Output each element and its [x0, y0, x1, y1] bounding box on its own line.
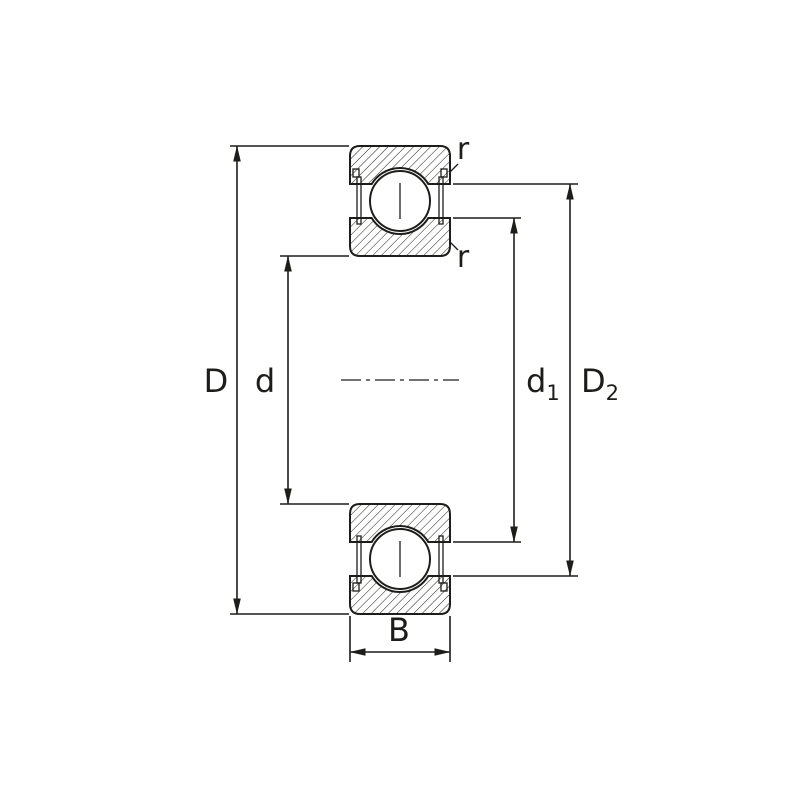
- radius-leader-outer: [449, 163, 459, 173]
- radius-leader-inner: [449, 241, 459, 251]
- dim-label-d: d: [255, 362, 275, 400]
- outer-ring-section-top: [349, 145, 451, 185]
- shield-anchor-bottom-left: [352, 582, 360, 592]
- bearing-cross-section-bottom: [349, 503, 451, 615]
- shield-bottom-right: [438, 535, 444, 584]
- dimension-D: D: [204, 145, 349, 615]
- shield-bottom-left: [356, 535, 362, 584]
- dim-label-D: D: [204, 362, 229, 400]
- inner-ring-section-bottom: [349, 503, 451, 543]
- dim-label-d1-main: d: [526, 362, 546, 400]
- radius-callouts: r r: [449, 132, 470, 275]
- inner-ring-section-top: [349, 217, 451, 257]
- shield-top-right: [438, 176, 444, 225]
- radius-label-outer: r: [457, 132, 470, 167]
- dim-label-d1: d1: [526, 362, 560, 405]
- dim-label-D2-sub: 2: [606, 381, 619, 405]
- shield-anchor-top-right: [440, 168, 448, 178]
- radius-label-inner: r: [457, 240, 470, 275]
- shield-anchor-top-left: [352, 168, 360, 178]
- dimension-d1: d1: [453, 217, 560, 543]
- dimension-D2: D2: [453, 183, 619, 577]
- shield-anchor-bottom-right: [440, 582, 448, 592]
- dim-label-d1-sub: 1: [546, 381, 559, 405]
- dim-label-B: B: [388, 611, 410, 649]
- dimension-d: d: [255, 255, 349, 505]
- dimension-B: B: [349, 611, 451, 662]
- dim-label-D2: D2: [581, 362, 619, 405]
- shield-top-left: [356, 176, 362, 225]
- outer-ring-section-bottom: [349, 575, 451, 615]
- bearing-cross-section-top: [349, 145, 451, 257]
- dim-label-D2-main: D: [581, 362, 606, 400]
